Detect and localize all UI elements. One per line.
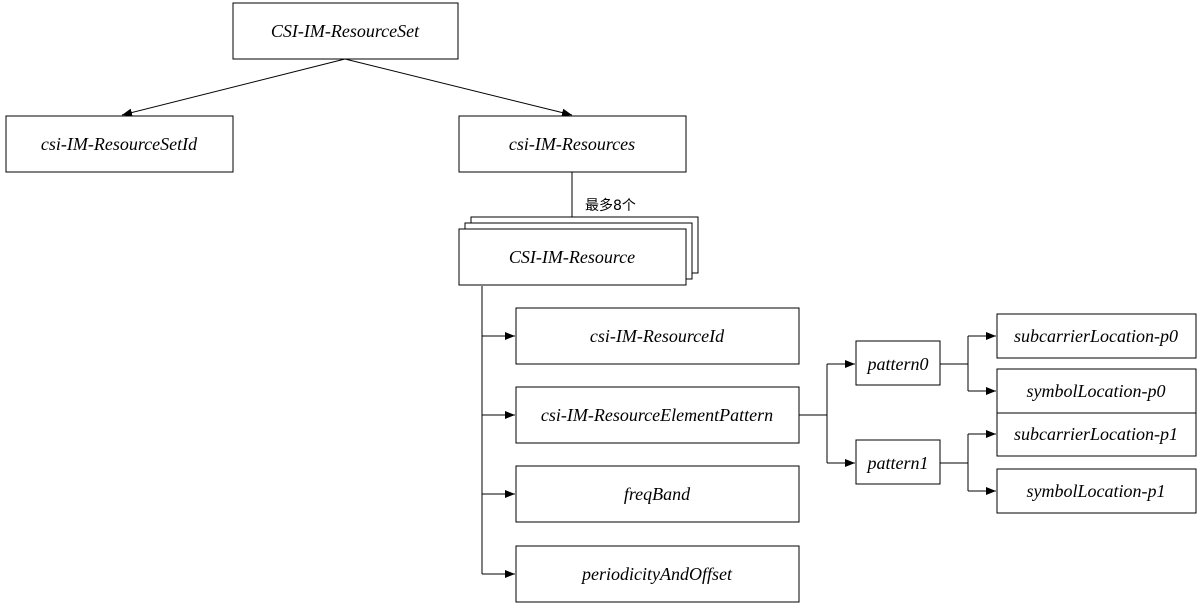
node-subcarrier-p1-label: subcarrierLocation-p1 [1014, 424, 1178, 444]
edge-label-max-count: 最多8个 [585, 197, 636, 214]
node-pattern0: pattern0 [855, 340, 941, 386]
node-set-id-label: csi-IM-ResourceSetId [41, 134, 198, 154]
node-root: CSI-IM-ResourceSet [232, 2, 459, 60]
edges: 最多8个 [121, 58, 996, 578]
node-subcarrier-p0-label: subcarrierLocation-p0 [1014, 326, 1178, 346]
node-freq-band: freqBand [515, 465, 800, 523]
node-periodicity-label: periodicityAndOffset [580, 564, 733, 584]
node-pattern1: pattern1 [855, 439, 941, 485]
edge-root-to-set-id [121, 58, 346, 117]
node-set-id: csi-IM-ResourceSetId [5, 115, 234, 173]
node-symbol-p0-label: symbolLocation-p0 [1027, 381, 1166, 401]
node-resources: csi-IM-Resources [458, 115, 687, 173]
node-symbol-p0: symbolLocation-p0 [996, 368, 1197, 414]
node-freq-band-label: freqBand [624, 484, 691, 504]
node-subcarrier-p1: subcarrierLocation-p1 [996, 412, 1197, 457]
node-symbol-p1-label: symbolLocation-p1 [1027, 481, 1166, 501]
node-resource-stack: CSI-IM-Resource [458, 216, 699, 286]
node-root-label: CSI-IM-ResourceSet [271, 21, 420, 41]
node-element-pattern: csi-IM-ResourceElementPattern [515, 386, 800, 444]
edge-root-to-resources [344, 58, 573, 117]
node-pattern1-label: pattern1 [866, 453, 929, 473]
node-resource-label: CSI-IM-Resource [509, 247, 635, 267]
node-resources-label: csi-IM-Resources [509, 134, 635, 154]
node-resource-id: csi-IM-ResourceId [515, 307, 800, 365]
node-element-pattern-label: csi-IM-ResourceElementPattern [541, 405, 773, 425]
node-pattern0-label: pattern0 [866, 354, 929, 374]
node-symbol-p1: symbolLocation-p1 [996, 468, 1197, 514]
node-periodicity: periodicityAndOffset [515, 545, 800, 603]
node-subcarrier-p0: subcarrierLocation-p0 [996, 313, 1197, 359]
node-resource-id-label: csi-IM-ResourceId [590, 326, 725, 346]
